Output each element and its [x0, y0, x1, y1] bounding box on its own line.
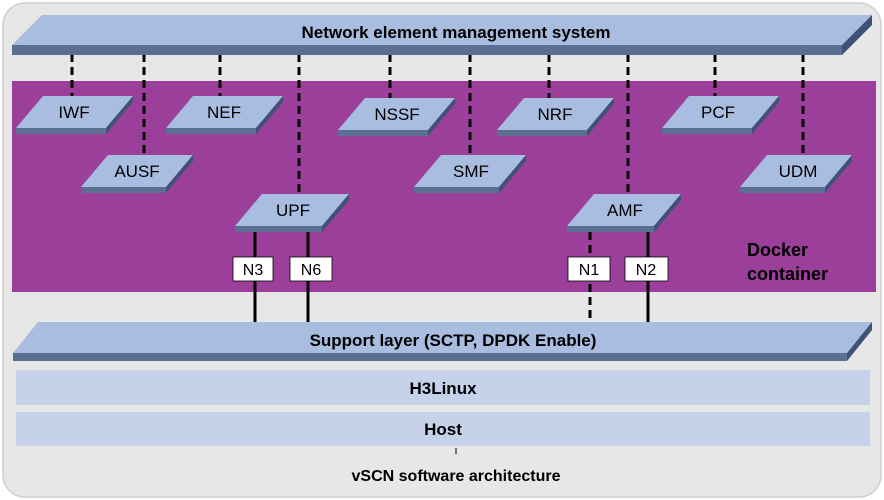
interface-n2-label: N2: [636, 262, 657, 279]
management-links: [70, 54, 805, 198]
caption: vSCN software architecture: [352, 468, 561, 485]
nf-ausf: AUSF: [81, 155, 193, 193]
nf-ausf-label: AUSF: [114, 162, 159, 181]
nf-udm: UDM: [740, 155, 852, 193]
host-layer-label: Host: [424, 420, 462, 439]
nf-nrf-label: NRF: [538, 105, 573, 124]
nf-nssf-label: NSSF: [374, 105, 419, 124]
nf-udm-label: UDM: [779, 162, 818, 181]
nf-iwf-label: IWF: [58, 103, 89, 122]
interface-n6: N6: [289, 256, 333, 282]
nf-smf: SMF: [414, 155, 526, 193]
nf-pcf: PCF: [662, 96, 779, 134]
nms-label: Network element management system: [302, 23, 611, 42]
nms-bar: Network element management system: [12, 15, 872, 55]
nf-nef-label: NEF: [207, 103, 241, 122]
nf-pcf-label: PCF: [701, 103, 735, 122]
os-layer-label: H3Linux: [409, 379, 477, 398]
nf-smf-label: SMF: [453, 162, 489, 181]
nf-nssf: NSSF: [338, 98, 455, 136]
nf-amf-label: AMF: [607, 201, 643, 220]
nf-upf: UPF: [235, 194, 349, 232]
nf-amf: AMF: [567, 194, 681, 232]
nf-upf-label: UPF: [276, 201, 310, 220]
host-layer: Host: [16, 412, 870, 446]
interface-n6-label: N6: [301, 262, 322, 279]
interface-n2: N2: [624, 256, 669, 282]
support-layer: Support layer (SCTP, DPDK Enable): [13, 322, 872, 361]
interface-n1: N1: [567, 256, 611, 282]
nf-nef: NEF: [166, 96, 283, 134]
nf-nrf: NRF: [497, 98, 614, 136]
interface-n1-label: N1: [579, 262, 600, 279]
support-layer-label: Support layer (SCTP, DPDK Enable): [310, 331, 597, 350]
interface-n3-label: N3: [243, 262, 264, 279]
docker-label-line1: Docker: [747, 240, 808, 260]
docker-label-line2: container: [747, 264, 828, 284]
interface-n3: N3: [232, 256, 274, 282]
nf-iwf: IWF: [16, 96, 133, 134]
os-layer: H3Linux: [16, 370, 870, 405]
